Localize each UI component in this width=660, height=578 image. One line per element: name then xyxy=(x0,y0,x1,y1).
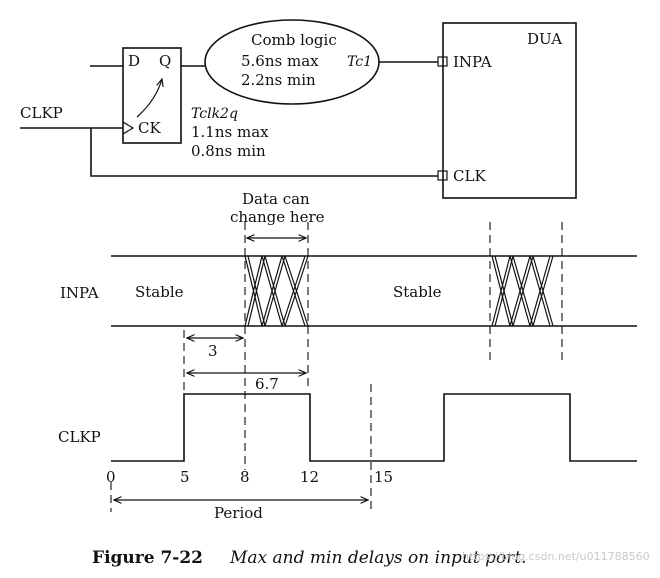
flip-flop xyxy=(122,47,182,144)
tick-15: 15 xyxy=(374,468,393,486)
tick-8: 8 xyxy=(240,468,250,486)
timing-diagram: Data can change here INPA Stable Stable … xyxy=(58,190,637,522)
data-change-line1: Data can xyxy=(242,190,310,208)
clk-port-icon xyxy=(437,170,448,181)
dim-3-label: 3 xyxy=(208,342,218,360)
tick-0: 0 xyxy=(106,468,116,486)
transition-region-2 xyxy=(491,255,554,327)
caption: Figure 7-22 Max and min delays on input … xyxy=(92,548,527,568)
inpa-timing-label: INPA xyxy=(60,284,99,302)
comb-title: Comb logic xyxy=(251,31,337,49)
flop-q-label: Q xyxy=(159,52,171,70)
tc1-label: Tc1 xyxy=(347,54,372,70)
tick-5: 5 xyxy=(180,468,190,486)
clkp-waveform xyxy=(111,393,637,462)
dua-clk-label: CLK xyxy=(453,167,486,185)
dim-6-7-label: 6.7 xyxy=(255,375,279,393)
data-change-line2: change here xyxy=(230,208,325,226)
tick-12: 12 xyxy=(300,468,319,486)
flop-d-label: D xyxy=(128,52,140,70)
tclk2q-name: Tclk2q xyxy=(191,106,238,122)
tclk2q-max: 1.1ns max xyxy=(191,123,269,141)
inpa-port-icon xyxy=(437,56,448,67)
watermark: https://blog.csdn.net/u011788560 xyxy=(462,550,650,563)
tclk2q-min: 0.8ns min xyxy=(191,142,266,160)
comb-max: 5.6ns max xyxy=(241,52,319,70)
clock-triangle-icon xyxy=(122,121,135,135)
transition-region-1 xyxy=(244,255,309,327)
clkp-timing-label: CLKP xyxy=(58,428,101,446)
dua-title: DUA xyxy=(527,30,562,48)
dua-block xyxy=(442,22,577,199)
clkp-label: CLKP xyxy=(20,104,63,122)
stable-label-1: Stable xyxy=(135,283,184,301)
period-label: Period xyxy=(214,504,263,522)
clk-branch-wire xyxy=(90,128,438,177)
dua-inpa-label: INPA xyxy=(453,53,492,71)
schematic: D Q CK Comb logic 5.6ns max 2.2ns min Tc… xyxy=(20,19,577,199)
stable-label-2: Stable xyxy=(393,283,442,301)
ck-to-q-arrow xyxy=(136,79,162,118)
flop-ck-label: CK xyxy=(138,119,161,137)
caption-number: Figure 7-22 xyxy=(92,548,203,568)
comb-min: 2.2ns min xyxy=(241,71,316,89)
caption-text: Max and min delays on input port. xyxy=(229,548,527,568)
